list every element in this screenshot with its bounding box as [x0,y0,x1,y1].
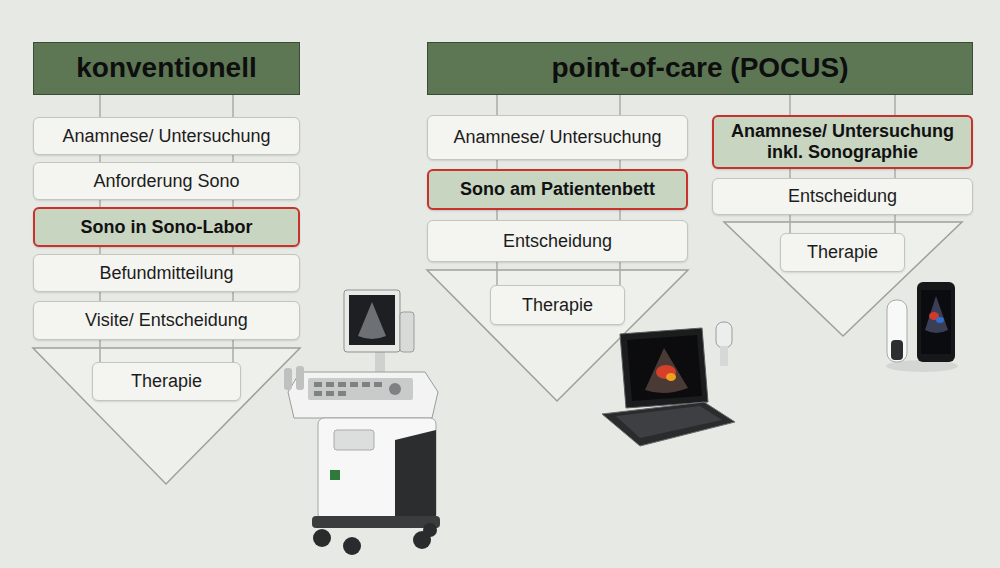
process-box: Entscheidung [427,220,688,262]
box-text: point-of-care (POCUS) [551,52,848,84]
box-text: Befundmitteilung [99,263,233,284]
funnel-triangle [33,348,300,484]
connector-line [790,215,895,233]
process-box: Anamnese/ Untersuchung [427,115,688,160]
process-box: Visite/ Entscheidung [33,301,300,340]
box-text: Anamnese/ Untersuchung [62,126,270,147]
connector-line [100,200,233,207]
connector-line [497,95,620,115]
laptop-ultrasound [602,322,735,446]
connector-line [497,160,620,169]
connector-line [790,169,895,178]
process-box: Entscheidung [712,178,973,215]
box-text: Anforderung Sono [93,171,239,192]
box-text: Visite/ Entscheidung [85,310,248,331]
highlighted-box: Anamnese/ Untersuchunginkl. Sonographie [712,115,973,169]
process-box: Anforderung Sono [33,162,300,200]
box-text: konventionell [76,52,256,84]
box-text: Sono in Sono-Labor [81,217,253,238]
box-text: inkl. Sonographie [767,142,918,163]
process-box: Therapie [490,285,625,325]
connector-line [790,95,895,115]
column-header: point-of-care (POCUS) [427,42,973,95]
process-box: Therapie [780,233,905,272]
highlighted-box: Sono am Patientenbett [427,169,688,210]
box-text: Entscheidung [788,186,897,207]
box-text: Therapie [131,371,202,392]
connector-line [100,95,233,117]
connector-line [100,340,233,362]
highlighted-box: Sono in Sono-Labor [33,207,300,247]
column-header: konventionell [33,42,300,95]
connector-line [497,262,620,285]
connector-line [100,292,233,301]
box-text: Therapie [807,242,878,263]
connector-line [497,210,620,220]
process-box: Therapie [92,362,241,401]
box-text: Anamnese/ Untersuchung [453,127,661,148]
process-box: Anamnese/ Untersuchung [33,117,300,155]
box-text: Anamnese/ Untersuchung [731,121,954,142]
connector-line [100,247,233,254]
box-text: Sono am Patientenbett [460,179,655,200]
cart-ultrasound [284,290,440,555]
box-text: Therapie [522,295,593,316]
process-box: Befundmitteilung [33,254,300,292]
handheld-ultrasound [886,282,958,372]
box-text: Entscheidung [503,231,612,252]
connector-line [100,155,233,162]
